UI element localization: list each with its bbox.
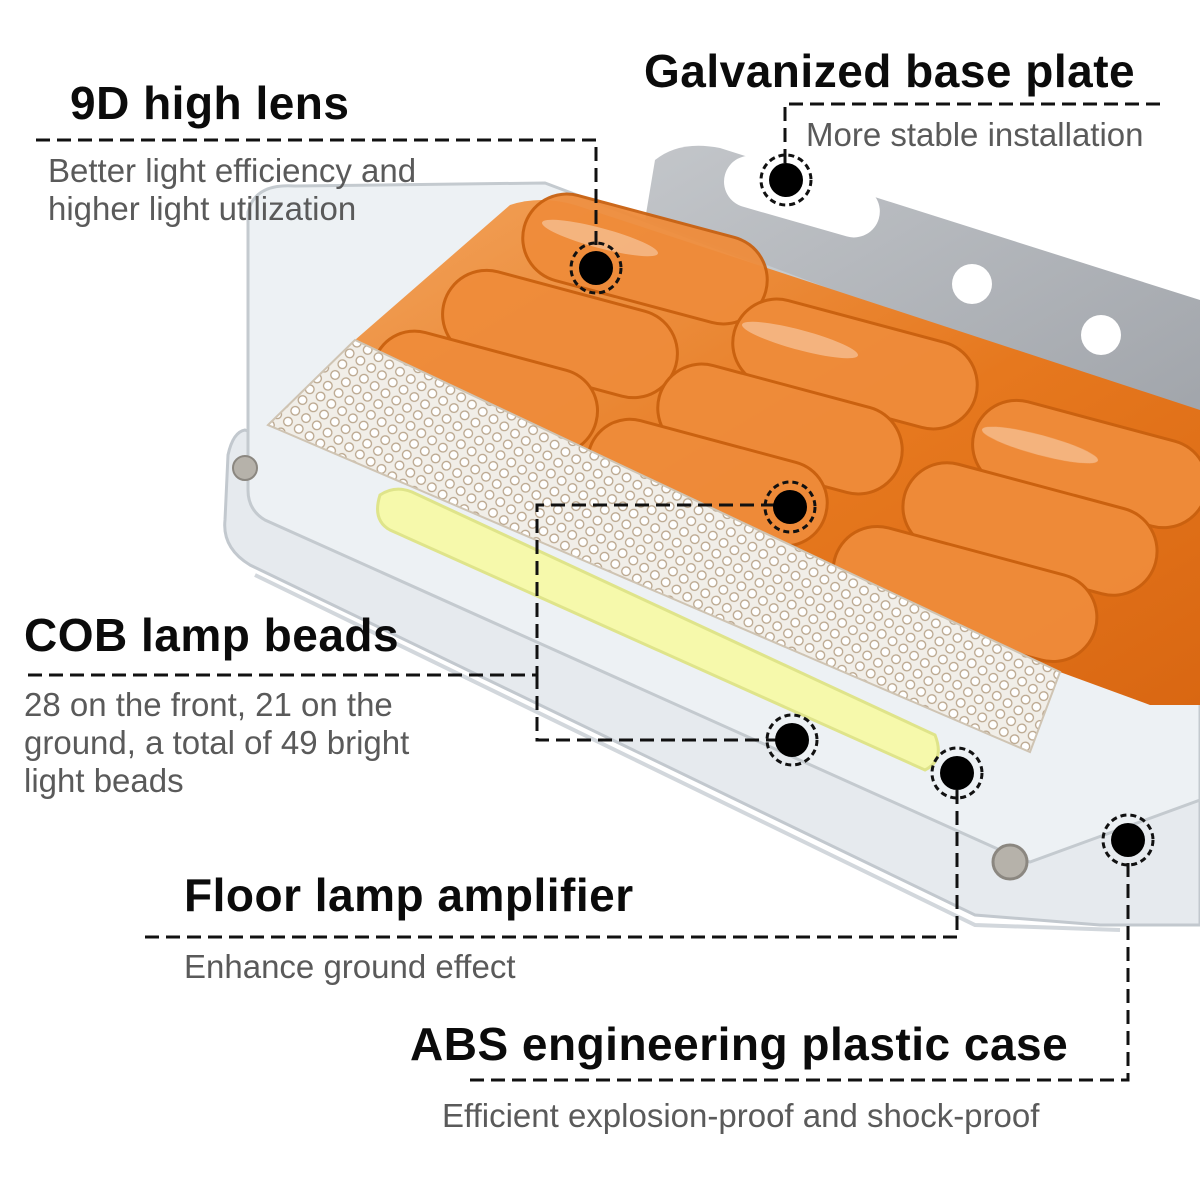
- plate-description: More stable installation: [806, 116, 1144, 153]
- lens-title: 9D high lens: [70, 77, 350, 129]
- cob-description-line-3: light beads: [24, 762, 184, 799]
- case-marker-icon: [1101, 813, 1155, 867]
- floor-title: Floor lamp amplifier: [184, 869, 634, 921]
- plate-title: Galvanized base plate: [644, 45, 1136, 97]
- marker-dots: [569, 153, 1155, 867]
- cob-description-line-2: ground, a total of 49 bright: [24, 724, 410, 761]
- connector-lines: [28, 102, 1160, 1082]
- cob-description: 28 on the front, 21 on the ground, a tot…: [24, 686, 409, 800]
- cob-title: COB lamp beads: [24, 609, 400, 661]
- reflector-marker-icon: [763, 480, 817, 534]
- floor-marker-icon: [930, 746, 984, 800]
- cob-marker-icon: [765, 713, 819, 767]
- cob-description-line-1: 28 on the front, 21 on the: [24, 686, 393, 723]
- lens-description-line-2: higher light utilization: [48, 190, 357, 227]
- lens-description: Better light efficiency and higher light…: [48, 152, 416, 228]
- lens-description-line-1: Better light efficiency and: [48, 152, 417, 189]
- nine-d-high-lens: [355, 192, 1200, 705]
- floor-description: Enhance ground effect: [184, 948, 516, 985]
- plate-marker-icon: [759, 153, 813, 207]
- case-title: ABS engineering plastic case: [410, 1018, 1069, 1070]
- case-description: Efficient explosion-proof and shock-proo…: [442, 1097, 1040, 1134]
- floor-lamp-amplifier-reflector: [266, 338, 1062, 754]
- lens-marker-icon: [569, 241, 623, 295]
